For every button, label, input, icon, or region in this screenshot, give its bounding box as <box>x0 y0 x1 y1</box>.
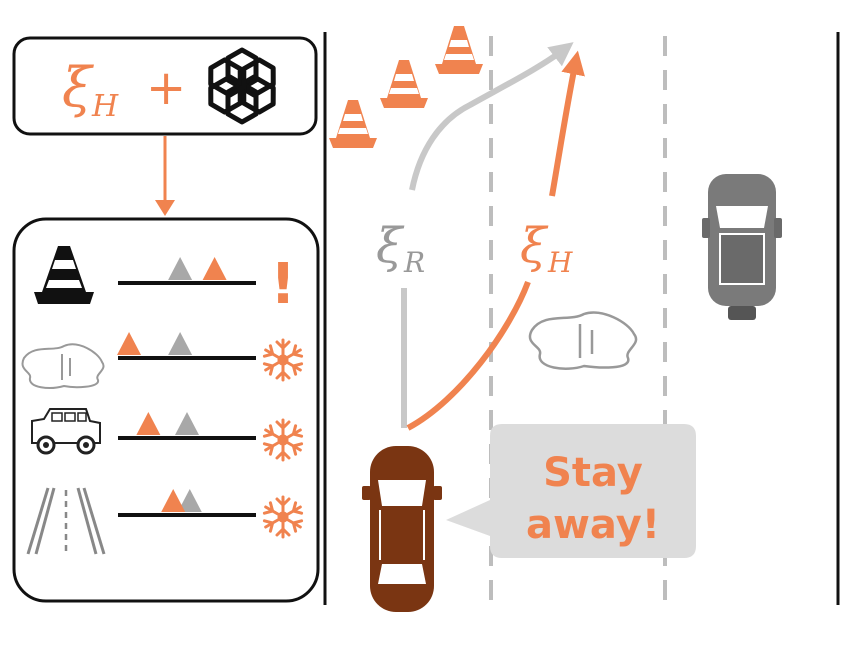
legend-row <box>118 412 304 462</box>
scene-cones <box>329 26 483 148</box>
puddle-icon <box>528 311 638 370</box>
ego-car <box>362 446 442 612</box>
svg-text:H: H <box>547 246 573 279</box>
svg-text:ξ: ξ <box>520 218 549 274</box>
traffic-cone-icon <box>329 100 377 148</box>
puddle-icon <box>21 343 105 389</box>
other-car <box>702 174 782 320</box>
gray-marker <box>177 489 202 512</box>
gray-marker <box>175 412 199 435</box>
xi-h-letter: ξ <box>62 56 94 119</box>
plus-sign: + <box>146 60 186 116</box>
legend-row: ! <box>118 252 296 317</box>
traffic-cone-icon <box>34 246 94 304</box>
top-box: ξ H + <box>12 36 318 136</box>
speech-bubble: Stay away! <box>446 424 696 558</box>
snowflake-icon <box>262 495 304 539</box>
road-lanes-icon <box>26 487 106 556</box>
gray-marker <box>168 332 193 355</box>
openai-logo-icon <box>208 47 276 125</box>
legend-row <box>118 489 304 539</box>
human-trajectory-label: ξ H <box>520 218 573 279</box>
svg-text:R: R <box>403 246 425 279</box>
xi-h-subscript: H <box>91 89 119 124</box>
orange-marker <box>202 257 227 280</box>
traffic-cone-icon <box>380 60 428 108</box>
jeep-icon <box>31 408 101 455</box>
legend-row <box>117 332 304 382</box>
orange-marker <box>161 489 186 512</box>
speech-line-1: Stay <box>543 450 643 496</box>
speech-line-2: away! <box>526 502 660 548</box>
robot-trajectory-label: ξ R <box>376 218 425 279</box>
human-trajectory <box>406 60 576 431</box>
robot-trajectory <box>401 48 566 428</box>
snowflake-icon <box>262 338 304 382</box>
svg-text:ξ: ξ <box>376 218 405 274</box>
legend-rows: ! <box>117 252 304 539</box>
snowflake-icon <box>262 418 304 462</box>
exclamation-icon: ! <box>270 252 296 317</box>
orange-marker <box>136 412 161 435</box>
gray-marker <box>168 257 193 280</box>
down-arrow <box>155 136 175 216</box>
orange-marker <box>117 332 142 355</box>
traffic-cone-icon <box>435 26 483 74</box>
